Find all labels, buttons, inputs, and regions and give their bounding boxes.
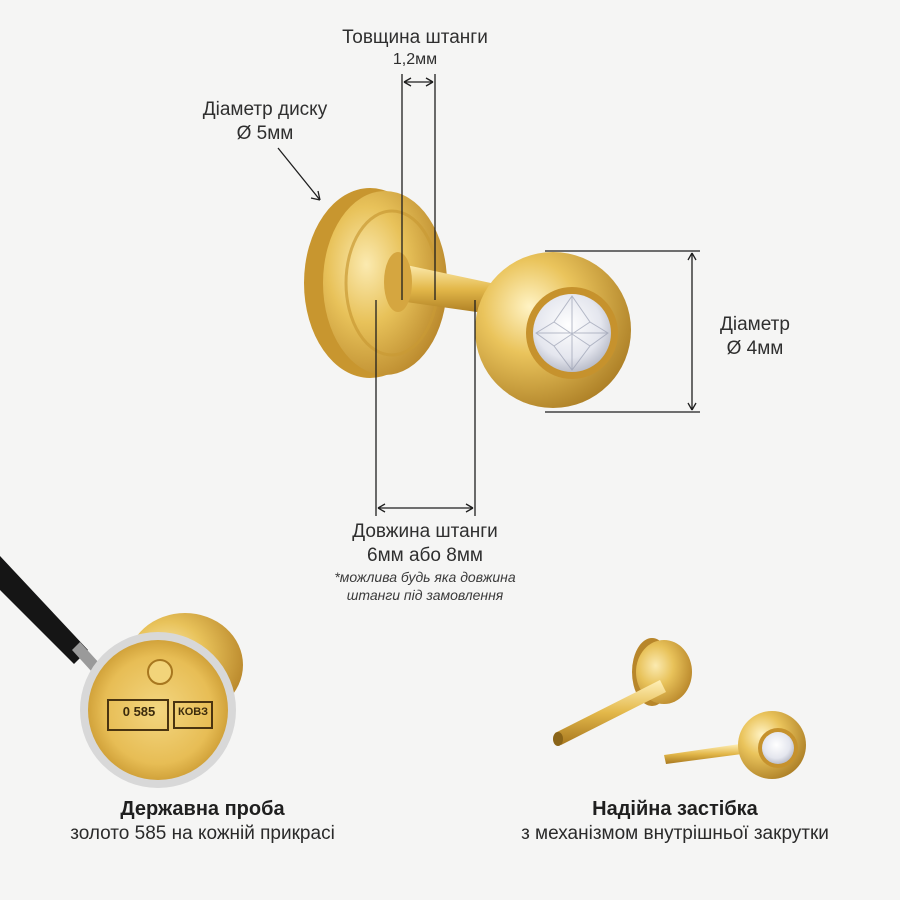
rod-length-note-line1: *можлива будь яка довжина: [334, 568, 516, 585]
clasp-screw: [664, 744, 742, 764]
rod-length-value: 6мм або 8мм: [367, 544, 483, 566]
disc-diameter-value: Ø 5мм: [236, 122, 294, 144]
magnifier-lens: [88, 640, 228, 780]
rod-thickness-title: Товщина штанги: [342, 27, 488, 48]
rod-thickness-label: Товщина штанги 1,2мм: [300, 26, 530, 70]
hallmark-digit: 0: [122, 704, 130, 719]
hallmark-number: 585: [133, 704, 156, 719]
rod-length-note-line2: штанги під замовлення: [346, 587, 504, 604]
head-diameter-value: Ø 4мм: [726, 337, 784, 359]
rod-thickness-value: 1,2мм: [392, 50, 438, 68]
head-diameter-title: Діаметр: [720, 314, 790, 335]
rod-length-label: Довжина штанги 6мм або 8мм *можлива будь…: [290, 520, 560, 605]
feature-clasp-title: Надійна застібка: [592, 798, 758, 820]
dimension-lines: [277, 74, 700, 516]
feature-hallmark: Державна проба золото 585 на кожній прик…: [20, 797, 385, 846]
clasp-gem: [762, 732, 794, 764]
disc-diameter-title: Діаметр диску: [202, 99, 328, 120]
disc-diameter-label: Діаметр диску Ø 5мм: [170, 98, 360, 146]
screw-clasp-illustration: [553, 638, 806, 779]
feature-hallmark-subtitle: золото 585 на кожній прикрасі: [70, 823, 335, 844]
feature-hallmark-title: Державна проба: [120, 798, 285, 820]
feature-clasp: Надійна застібка з механізмом внутрішньо…: [465, 797, 885, 846]
hallmark-stamp: [107, 699, 169, 731]
rod-length-title: Довжина штанги: [352, 521, 498, 542]
rod-collar: [384, 252, 412, 312]
feature-clasp-subtitle: з механізмом внутрішньої закрутки: [521, 823, 829, 844]
main-earring: [304, 188, 631, 408]
hallmark-stamp-text: 0 585: [110, 704, 168, 720]
magnifier-handle: [0, 556, 88, 664]
hallmark-code: КОВЗ: [178, 706, 208, 718]
head-diameter-label: Діаметр Ø 4мм: [700, 313, 810, 361]
clasp-post: [555, 680, 666, 745]
hallmark-magnifier: [0, 556, 243, 788]
rod: [392, 262, 505, 316]
gem-facets: [535, 295, 609, 371]
